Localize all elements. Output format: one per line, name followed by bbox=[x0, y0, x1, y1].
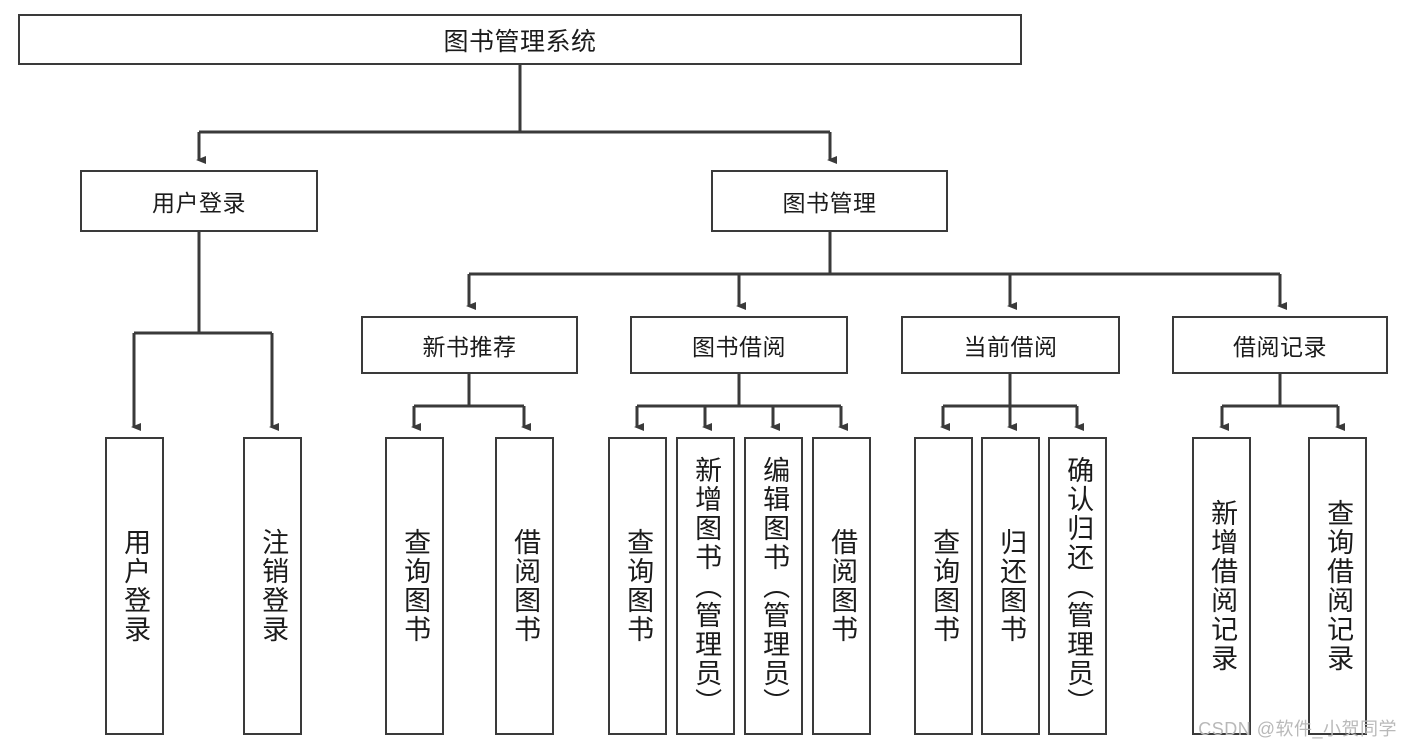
leaf-user-login-label: 用户登录 bbox=[120, 528, 151, 644]
leaf-cb-return-book[interactable]: 归还图书 bbox=[981, 437, 1040, 735]
leaf-br-add-record-label: 新增借阅记录 bbox=[1207, 499, 1238, 673]
leaf-br-query-record[interactable]: 查询借阅记录 bbox=[1308, 437, 1367, 735]
leaf-new-book-query-label: 查询图书 bbox=[400, 528, 431, 644]
leaf-cb-confirm-return[interactable]: 确认归还（管理员） bbox=[1048, 437, 1107, 735]
node-user-login[interactable]: 用户登录 bbox=[80, 170, 318, 232]
leaf-bb-query-book-label: 查询图书 bbox=[623, 528, 654, 644]
node-current-borrow[interactable]: 当前借阅 bbox=[901, 316, 1120, 374]
leaf-user-login[interactable]: 用户登录 bbox=[105, 437, 164, 735]
leaf-bb-add-book[interactable]: 新增图书（管理员） bbox=[676, 437, 735, 735]
leaf-logout-label: 注销登录 bbox=[258, 528, 289, 644]
leaf-br-query-record-label: 查询借阅记录 bbox=[1323, 499, 1354, 673]
node-borrow-record-label: 借阅记录 bbox=[1233, 334, 1327, 360]
leaf-logout[interactable]: 注销登录 bbox=[243, 437, 302, 735]
node-book-manage-label: 图书管理 bbox=[782, 190, 877, 216]
leaf-new-book-borrow[interactable]: 借阅图书 bbox=[495, 437, 554, 735]
node-book-borrow[interactable]: 图书借阅 bbox=[630, 316, 848, 374]
node-root[interactable]: 图书管理系统 bbox=[18, 14, 1022, 65]
leaf-bb-edit-book-label: 编辑图书（管理员） bbox=[759, 455, 790, 717]
leaf-bb-borrow-book[interactable]: 借阅图书 bbox=[812, 437, 871, 735]
leaf-bb-borrow-book-label: 借阅图书 bbox=[827, 528, 858, 644]
node-book-borrow-label: 图书借阅 bbox=[692, 334, 786, 360]
node-new-book-label: 新书推荐 bbox=[422, 334, 517, 360]
leaf-cb-confirm-return-label: 确认归还（管理员） bbox=[1063, 455, 1094, 717]
node-book-manage[interactable]: 图书管理 bbox=[711, 170, 948, 232]
node-new-book[interactable]: 新书推荐 bbox=[361, 316, 578, 374]
leaf-br-add-record[interactable]: 新增借阅记录 bbox=[1192, 437, 1251, 735]
node-borrow-record[interactable]: 借阅记录 bbox=[1172, 316, 1388, 374]
node-root-label: 图书管理系统 bbox=[443, 27, 597, 56]
leaf-new-book-borrow-label: 借阅图书 bbox=[510, 528, 541, 644]
leaf-bb-query-book[interactable]: 查询图书 bbox=[608, 437, 667, 735]
node-current-borrow-label: 当前借阅 bbox=[963, 334, 1058, 360]
leaf-bb-add-book-label: 新增图书（管理员） bbox=[691, 455, 722, 717]
leaf-cb-query-book-label: 查询图书 bbox=[929, 528, 960, 644]
leaf-bb-edit-book[interactable]: 编辑图书（管理员） bbox=[744, 437, 803, 735]
leaf-cb-query-book[interactable]: 查询图书 bbox=[914, 437, 973, 735]
leaf-cb-return-book-label: 归还图书 bbox=[996, 528, 1027, 644]
node-user-login-label: 用户登录 bbox=[152, 190, 246, 216]
leaf-new-book-query[interactable]: 查询图书 bbox=[385, 437, 444, 735]
